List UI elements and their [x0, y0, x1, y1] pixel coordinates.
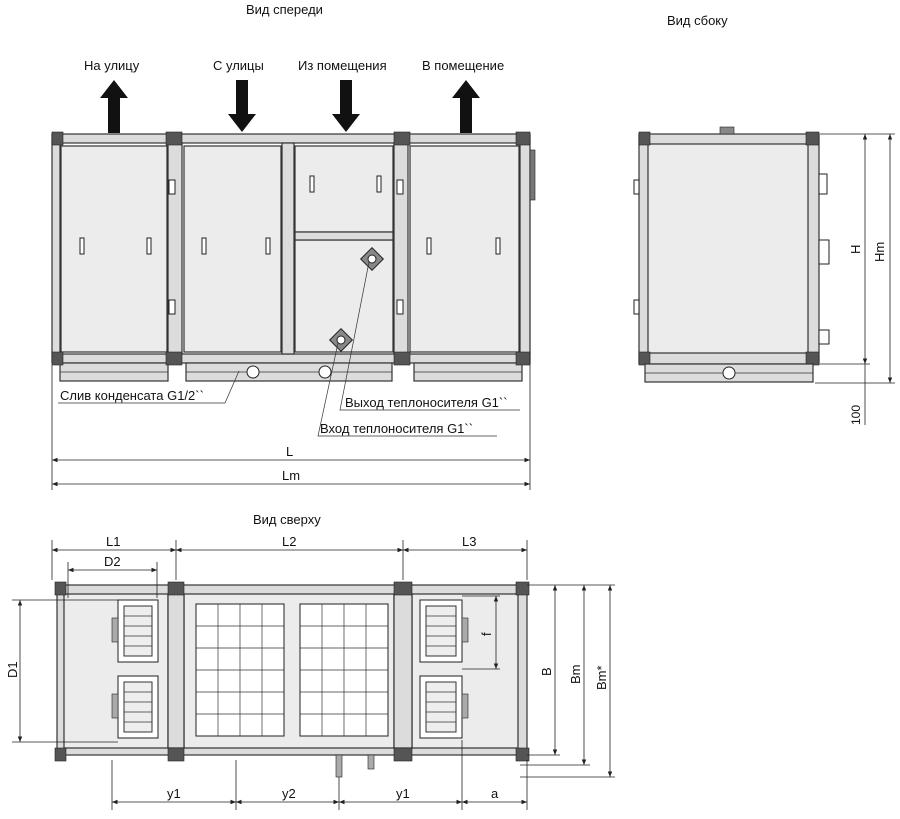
pipe-connector-icon [359, 246, 385, 272]
dimension-Bm-star-label: Bm* [594, 665, 609, 690]
dimension-L3-label: L3 [462, 534, 476, 549]
dimension-f-label: f [479, 632, 494, 636]
top-view-title: Вид сверху [253, 512, 321, 527]
side-view-title: Вид сбоку [667, 13, 728, 28]
airflow-to-room-label: В помещение [422, 58, 504, 73]
coolant-inlet-label: Вход теплоносителя G1`` [320, 421, 473, 436]
arrow-down-icon [228, 80, 256, 132]
condensate-drain-label: Слив конденсата G1/2`` [60, 388, 204, 403]
dimension-y2-label: y2 [282, 786, 296, 801]
front-view-title: Вид спереди [246, 2, 323, 17]
dimension-L2-label: L2 [282, 534, 296, 549]
dimension-H-label: H [848, 245, 863, 254]
arrow-down-icon [332, 80, 360, 132]
dimension-L1-label: L1 [106, 534, 120, 549]
fan-icon [111, 675, 159, 739]
coolant-outlet-label: Выход теплоносителя G1`` [345, 395, 508, 410]
airflow-to-street-label: На улицу [84, 58, 140, 73]
fan-icon [111, 599, 159, 663]
dimension-Bm-label: Bm [568, 665, 583, 685]
side-view [633, 126, 830, 383]
airflow-from-street-label: С улицы [213, 58, 264, 73]
top-view [54, 581, 530, 778]
dimension-y1-right-label: y1 [396, 786, 410, 801]
fan-icon [419, 675, 469, 739]
dimension-L-label: L [286, 444, 293, 459]
dimension-B-label: B [539, 667, 554, 676]
dimension-D1-label: D1 [5, 661, 20, 678]
dimension-y1-left-label: y1 [167, 786, 181, 801]
dimension-Lm-label: Lm [282, 468, 300, 483]
fan-icon [419, 599, 469, 663]
arrow-up-icon [452, 80, 480, 133]
pipe-connector-icon [328, 327, 354, 353]
airflow-from-room-label: Из помещения [298, 58, 387, 73]
front-view [51, 131, 536, 382]
dimension-100-label: 100 [849, 405, 863, 425]
dimension-a-label: a [491, 786, 499, 801]
arrow-up-icon [100, 80, 128, 133]
dimension-D2-label: D2 [104, 554, 121, 569]
dimension-Hm-label: Hm [872, 242, 887, 262]
